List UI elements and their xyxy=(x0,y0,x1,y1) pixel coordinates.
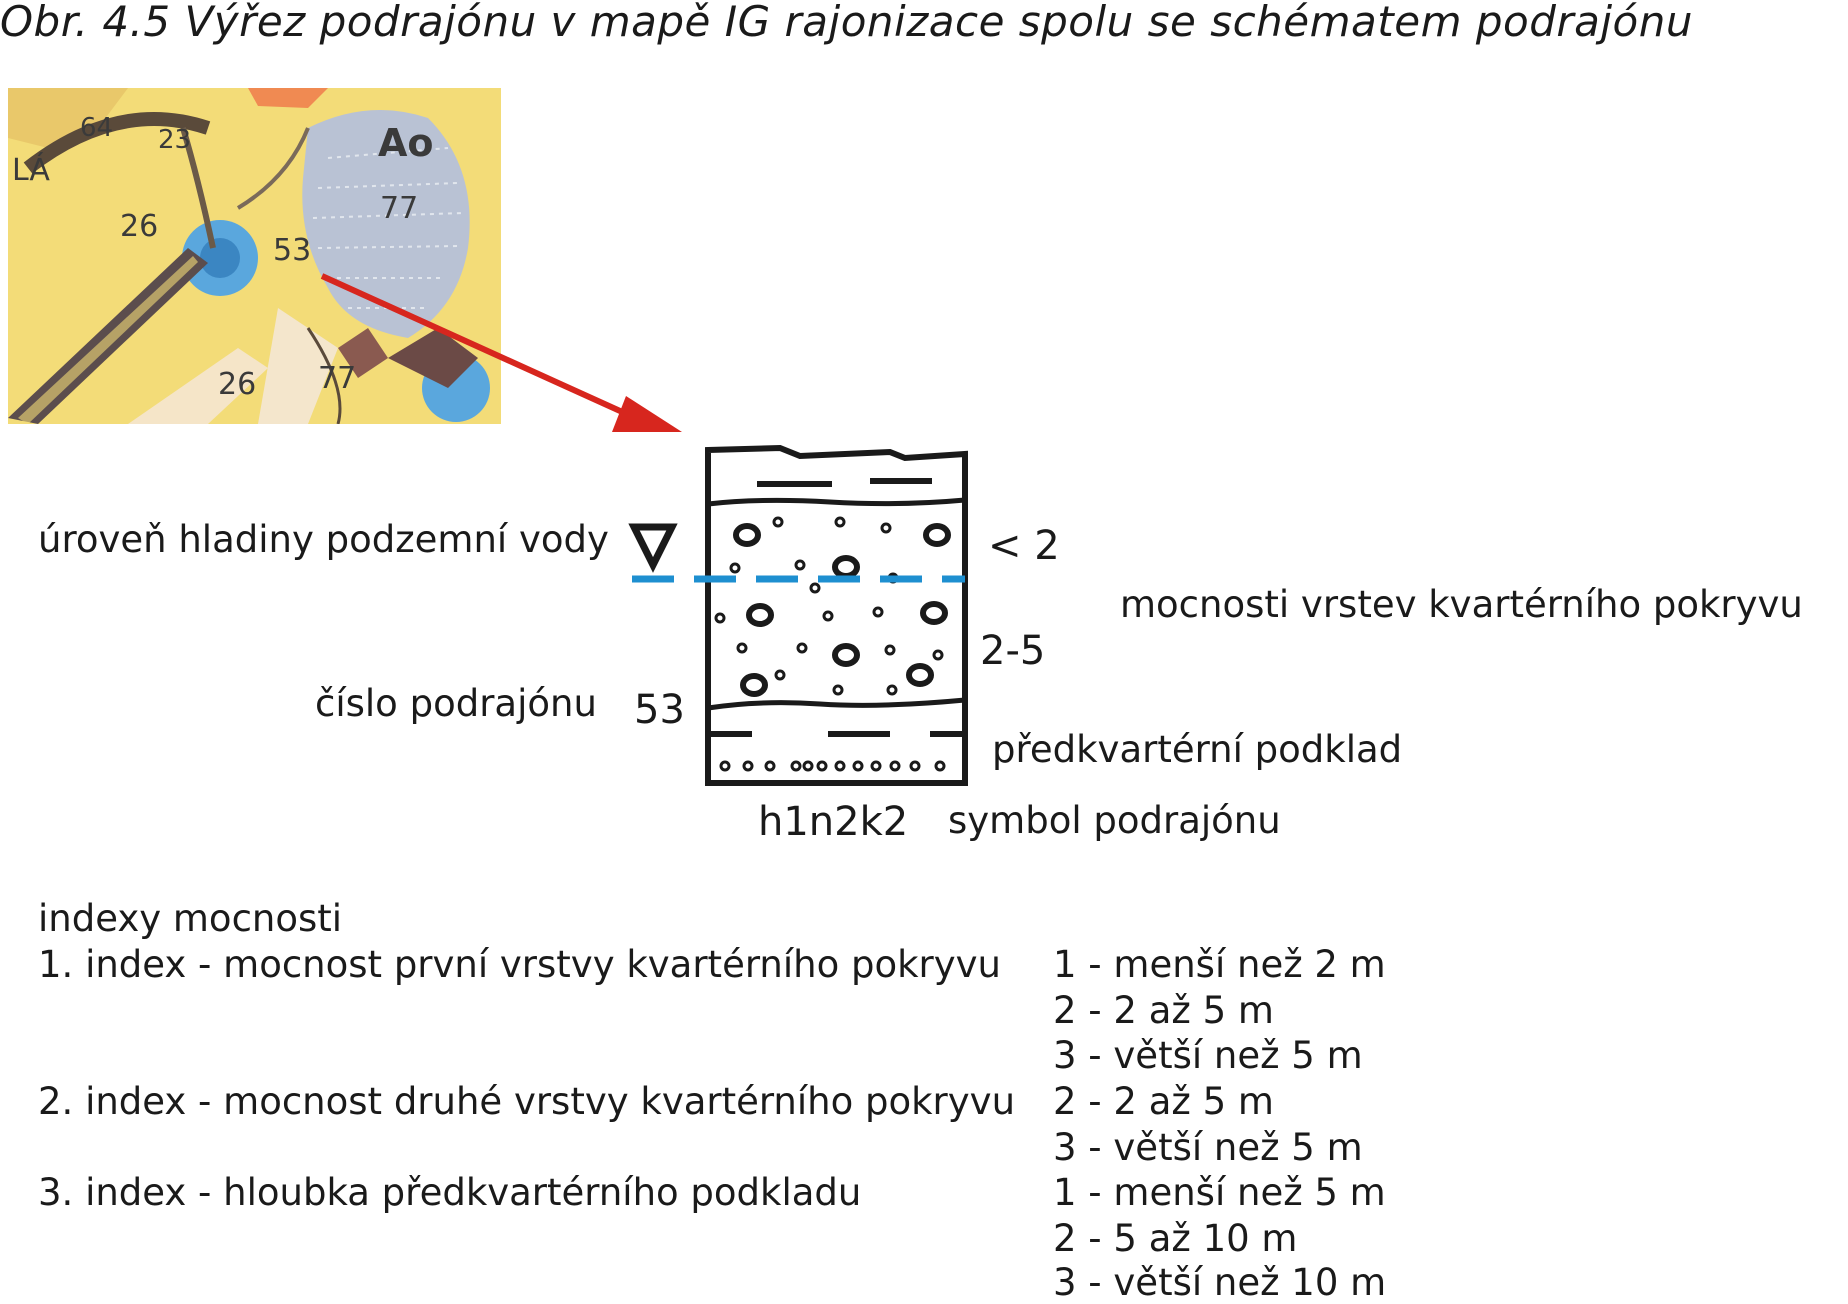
legend-index-2-value-1: 2 - 2 až 5 m xyxy=(1053,1080,1274,1123)
water-level-label: úroveň hladiny podzemní vody xyxy=(38,518,609,561)
map-label-26b: 26 xyxy=(218,367,256,402)
legend-index-2-value-2: 3 - větší než 5 m xyxy=(1053,1126,1363,1169)
figure-title: Obr. 4.5 Výřez podrajónu v mapě IG rajon… xyxy=(0,0,1693,46)
gravel-symbols xyxy=(714,516,951,772)
legend-index-1-value-1: 1 - menší než 2 m xyxy=(1053,943,1386,986)
map-label-ao: Ao xyxy=(378,121,434,165)
water-level-triangle-icon xyxy=(628,523,678,573)
prequaternary-label: předkvartérní podklad xyxy=(992,728,1403,771)
subregion-symbol-label: symbol podrajónu xyxy=(948,799,1281,842)
geological-column xyxy=(705,444,968,786)
second-layer-thickness: 2-5 xyxy=(980,628,1046,674)
subregion-symbol: h1n2k2 xyxy=(758,799,909,845)
map-label-23: 23 xyxy=(158,125,191,155)
subregion-number: 53 xyxy=(634,687,685,733)
map-label-53: 53 xyxy=(273,233,311,268)
map-label-77a: 77 xyxy=(380,191,418,226)
legend-index-3-value-3: 3 - větší než 10 m xyxy=(1053,1261,1387,1304)
legend-index-1-value-3: 3 - větší než 5 m xyxy=(1053,1034,1363,1077)
map-image: Ao 77 53 26 64 23 26 77 LÁ xyxy=(8,88,501,424)
legend-index-2-label: 2. index - mocnost druhé vrstvy kvartérn… xyxy=(38,1080,1016,1123)
first-layer-thickness: < 2 xyxy=(988,523,1060,569)
legend-index-3-value-1: 1 - menší než 5 m xyxy=(1053,1171,1386,1214)
map-label-la: LÁ xyxy=(12,152,50,188)
legend-index-3-label: 3. index - hloubka předkvartérního podkl… xyxy=(38,1171,862,1214)
quaternary-thickness-label: mocnosti vrstev kvartérního pokryvu xyxy=(1120,583,1803,626)
map-excerpt: Ao 77 53 26 64 23 26 77 LÁ xyxy=(8,88,501,424)
map-label-77b: 77 xyxy=(318,361,356,396)
map-label-64: 64 xyxy=(80,113,113,143)
legend-index-1-label: 1. index - mocnost první vrstvy kvartérn… xyxy=(38,943,1001,986)
legend-heading: indexy mocnosti xyxy=(38,897,343,940)
pointer-arrow xyxy=(320,273,682,432)
subregion-number-label: číslo podrajónu xyxy=(315,682,597,725)
legend-index-1-value-2: 2 - 2 až 5 m xyxy=(1053,989,1274,1032)
map-label-26a: 26 xyxy=(120,209,158,244)
legend-index-3-value-2: 2 - 5 až 10 m xyxy=(1053,1217,1298,1260)
